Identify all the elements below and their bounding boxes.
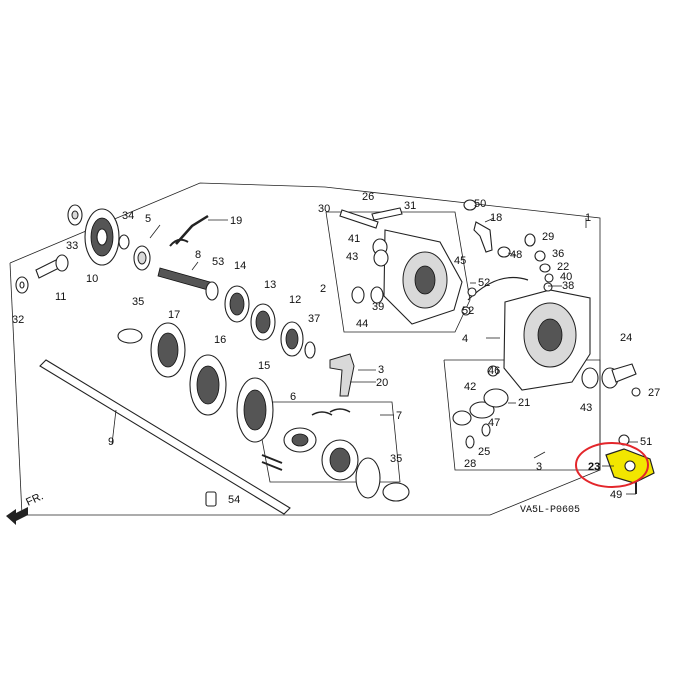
part-label: 4 <box>462 333 468 345</box>
part-label: 35 <box>132 296 144 308</box>
part-label: 50 <box>474 198 486 210</box>
part-label: 8 <box>195 249 201 261</box>
part-label: 40 <box>560 271 572 283</box>
part-label: 51 <box>640 436 652 448</box>
assembly-frame <box>9 182 601 516</box>
part-label: 38 <box>562 280 574 292</box>
shift-fork <box>329 353 355 397</box>
part-label: 3 <box>536 461 542 473</box>
part-label: 15 <box>258 360 270 372</box>
part-label: 24 <box>620 332 632 344</box>
right-small-parts <box>452 199 641 494</box>
part-label: 33 <box>66 240 78 252</box>
front-direction-label: FR. <box>24 490 45 508</box>
part-label: 36 <box>552 248 564 260</box>
part-label: 53 <box>212 256 224 268</box>
part-label: 22 <box>557 261 569 273</box>
part-label: 19 <box>230 215 242 227</box>
front-direction-indicator: FR. <box>6 490 45 525</box>
pin <box>205 491 217 507</box>
part-cover <box>339 207 463 325</box>
part-label: 49 <box>610 489 622 501</box>
part-housing <box>467 276 599 391</box>
part-label: 5 <box>145 213 151 225</box>
part-label: 1 <box>585 212 591 224</box>
part-label: 6 <box>290 391 296 403</box>
part-label: 42 <box>464 381 476 393</box>
leader-lines <box>149 217 638 495</box>
part-shaft <box>39 359 291 515</box>
part-label: 25 <box>478 446 490 458</box>
part-label: 43 <box>346 251 358 263</box>
part-label: 31 <box>404 200 416 212</box>
part-label: 54 <box>228 494 240 506</box>
part-labels: 1 2 3 3 4 5 6 7 8 9 10 11 12 13 14 15 16… <box>12 191 660 506</box>
part-label: 34 <box>122 210 134 222</box>
part-label: 41 <box>348 233 360 245</box>
part-label: 26 <box>362 191 374 203</box>
part-label: 7 <box>396 410 402 422</box>
gear-cluster <box>117 285 316 443</box>
part-label: 52 <box>478 277 490 289</box>
part-label: 45 <box>454 255 466 267</box>
part-label: 30 <box>318 203 330 215</box>
left-small-parts <box>15 204 219 301</box>
part-label: 10 <box>86 273 98 285</box>
part-label: 11 <box>55 291 66 303</box>
part-label: 28 <box>464 458 476 470</box>
part-label: 44 <box>356 318 368 330</box>
highlighted-part-23 <box>575 442 655 488</box>
part-label: 21 <box>518 397 530 409</box>
part-label: 13 <box>264 279 276 291</box>
part-label: 16 <box>214 334 226 346</box>
part-label: 48 <box>510 249 522 261</box>
drawing-code: VA5L-P0605 <box>520 505 580 516</box>
part-label: 17 <box>168 309 180 321</box>
part-label: 43 <box>580 402 592 414</box>
part-label: 46 <box>488 365 500 377</box>
part-label: 29 <box>542 231 554 243</box>
part-label: 14 <box>234 260 246 272</box>
part-label: 32 <box>12 314 24 326</box>
part-label-highlighted: 23 <box>588 461 600 473</box>
front-arrow-icon <box>6 507 28 525</box>
part-label: 20 <box>376 377 388 389</box>
part-label: 52 <box>462 305 474 317</box>
part-label: 2 <box>320 283 326 295</box>
part-label: 9 <box>108 436 114 448</box>
part-label: 47 <box>488 417 500 429</box>
clutch-parts <box>261 408 410 502</box>
part-label: 39 <box>372 301 384 313</box>
part-label: 37 <box>308 313 320 325</box>
part-label: 12 <box>289 294 301 306</box>
part-label: 18 <box>490 212 502 224</box>
part-label: 3 <box>378 364 384 376</box>
part-label: 27 <box>648 387 660 399</box>
part-label: 35 <box>390 453 402 465</box>
